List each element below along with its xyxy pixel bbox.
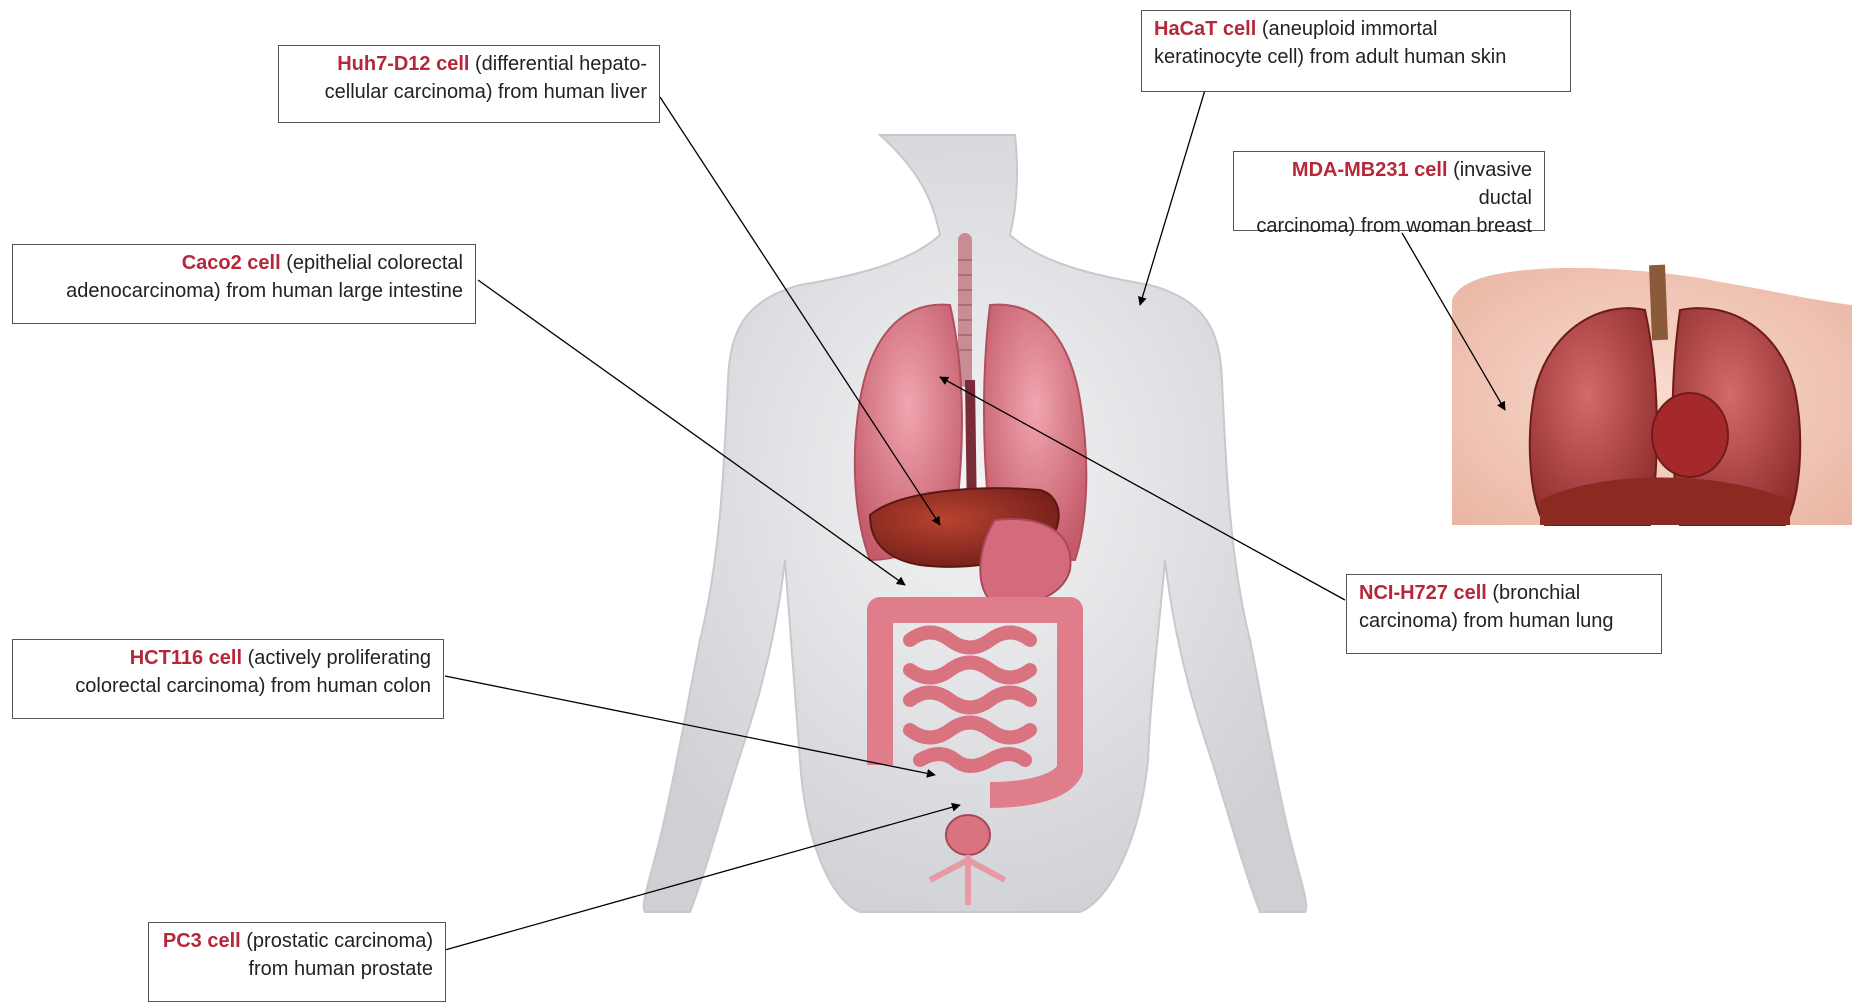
stomach	[980, 519, 1070, 604]
label-pc3-line1: (prostatic carcinoma)	[241, 930, 433, 952]
label-caco2: Caco2 cell (epithelial colorectal adenoc…	[12, 244, 476, 324]
label-huh7-line1: (differential hepato-	[469, 53, 647, 75]
label-hct116: HCT116 cell (actively proliferating colo…	[12, 639, 444, 719]
label-hacat-line2: keratinocyte cell) from adult human skin	[1154, 43, 1558, 71]
cell-name-pc3: PC3 cell	[163, 930, 241, 952]
label-mda: MDA-MB231 cell (invasive ductal carcinom…	[1233, 151, 1545, 231]
label-hacat: HaCaT cell (aneuploid immortal keratinoc…	[1141, 10, 1571, 92]
label-caco2-line1: (epithelial colorectal	[281, 252, 463, 274]
cell-name-mda: MDA-MB231 cell	[1292, 159, 1448, 181]
cell-name-huh7: Huh7-D12 cell	[337, 53, 469, 75]
female-heart	[1652, 393, 1728, 477]
cell-name-hacat: HaCaT cell	[1154, 18, 1256, 40]
bladder	[946, 815, 990, 855]
label-caco2-line2: adenocarcinoma) from human large intesti…	[25, 277, 463, 305]
label-hct116-line1: (actively proliferating	[242, 647, 431, 669]
cell-name-nci: NCI-H727 cell	[1359, 582, 1487, 604]
label-pc3: PC3 cell (prostatic carcinoma) from huma…	[148, 922, 446, 1002]
label-huh7: Huh7-D12 cell (differential hepato- cell…	[278, 45, 660, 123]
cell-name-caco2: Caco2 cell	[182, 252, 281, 274]
label-hct116-line2: colorectal carcinoma) from human colon	[25, 672, 431, 700]
label-mda-line1: (invasive ductal	[1448, 159, 1532, 209]
label-mda-line2: carcinoma) from woman breast	[1246, 212, 1532, 240]
female-torso	[1452, 265, 1852, 525]
label-nci: NCI-H727 cell (bronchial carcinoma) from…	[1346, 574, 1662, 654]
label-nci-line2: carcinoma) from human lung	[1359, 607, 1649, 635]
label-hacat-line1: (aneuploid immortal	[1256, 18, 1437, 40]
label-huh7-line2: cellular carcinoma) from human liver	[291, 78, 647, 106]
label-nci-line1: (bronchial	[1487, 582, 1580, 604]
label-pc3-line2: from human prostate	[161, 955, 433, 983]
cell-name-hct116: HCT116 cell	[130, 647, 242, 669]
pointer-hacat	[1140, 90, 1205, 305]
female-trachea	[1657, 265, 1660, 340]
